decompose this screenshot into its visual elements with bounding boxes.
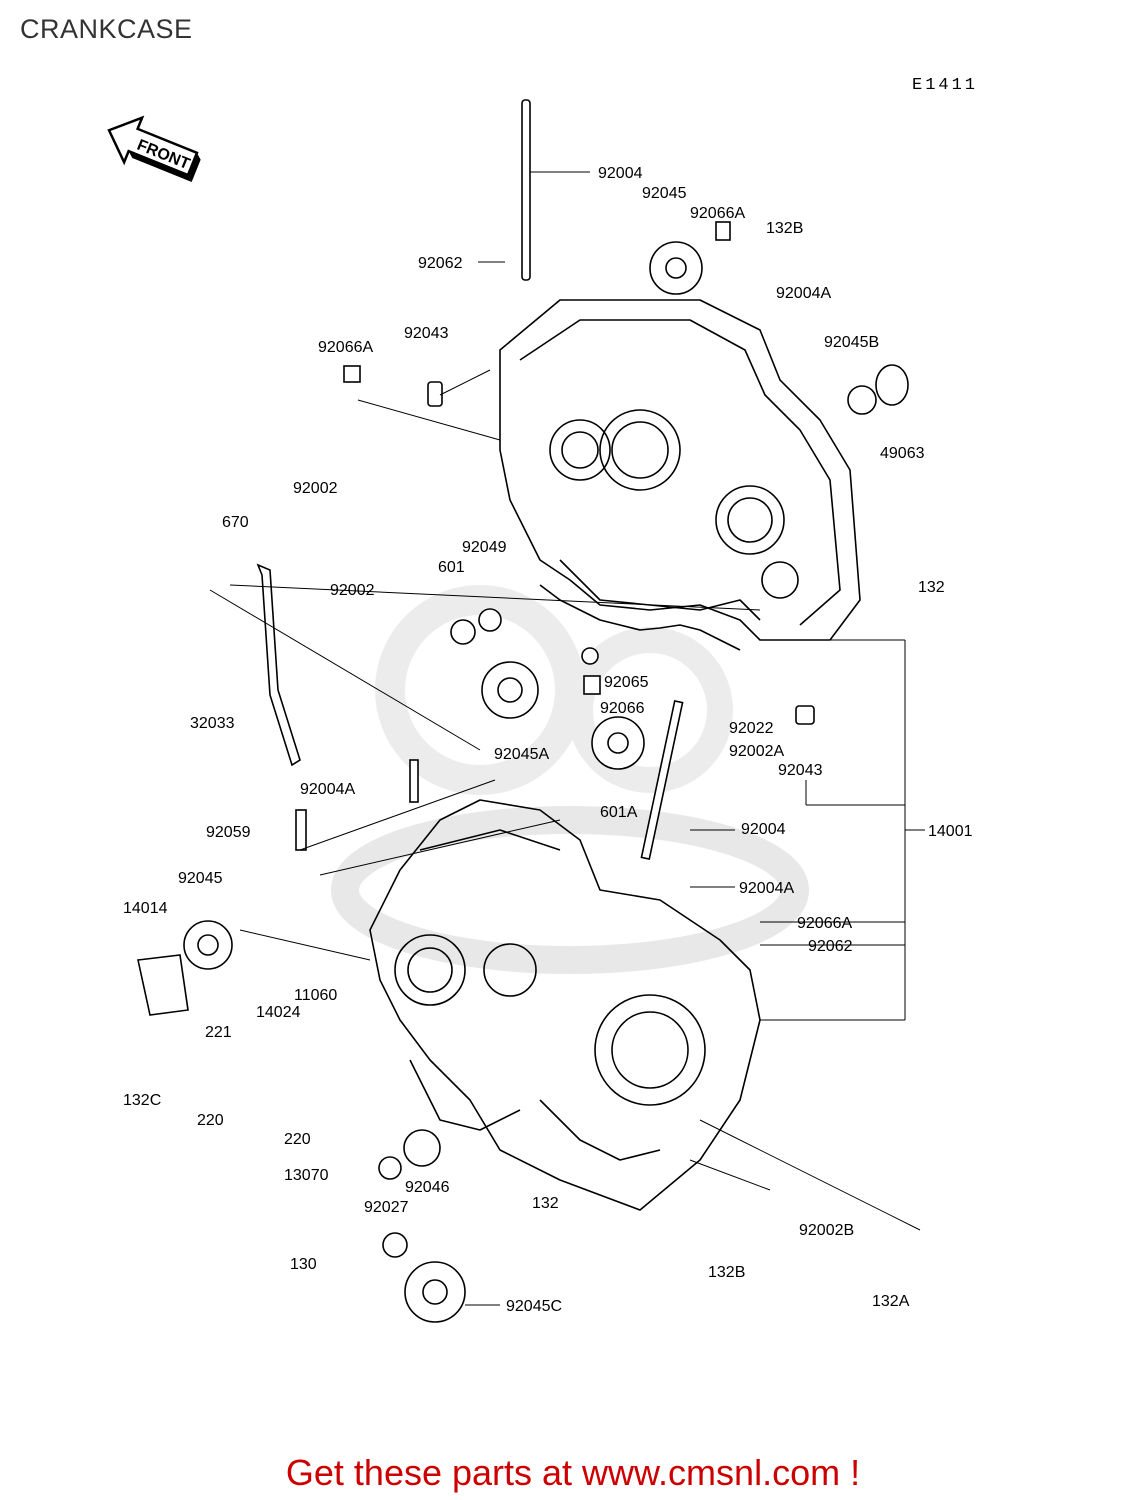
part-label: 220 xyxy=(284,1131,311,1148)
footer-link[interactable]: Get these parts at www.cmsnl.com ! xyxy=(285,1452,861,1493)
part-label: 92046 xyxy=(405,1179,450,1196)
part-label: 14014 xyxy=(123,900,168,917)
part-label: 92004 xyxy=(741,821,786,838)
part-label: 132B xyxy=(708,1264,745,1281)
part-label: 132 xyxy=(918,579,945,596)
diagram-code: E1411 xyxy=(912,76,979,95)
part-label: 132A xyxy=(872,1293,910,1310)
part-label: 670 xyxy=(222,514,249,531)
part-label: 220 xyxy=(197,1112,224,1129)
part-label: 130 xyxy=(290,1256,317,1273)
part-label: 92045C xyxy=(506,1298,562,1315)
upper-crankcase xyxy=(499,299,861,651)
part-label: 92066A xyxy=(318,339,373,356)
part-label: 92002 xyxy=(330,582,375,599)
part-label: 11060 xyxy=(294,987,337,1004)
part-label: 92045B xyxy=(824,334,879,351)
part-label: 92045A xyxy=(494,746,549,763)
part-labels: 92004 92045 92066A 132B 92062 92004A 920… xyxy=(123,165,973,1315)
part-label: 221 xyxy=(205,1024,232,1041)
part-label: 92045 xyxy=(642,185,687,202)
part-label: 92045 xyxy=(178,870,223,887)
part-label: 92066 xyxy=(600,700,645,717)
part-label: 92043 xyxy=(404,325,449,342)
part-label: 132C xyxy=(123,1092,161,1109)
part-label: 132 xyxy=(532,1195,559,1212)
part-label: 92004A xyxy=(739,880,794,897)
part-label: 32033 xyxy=(190,715,235,732)
part-label: 92049 xyxy=(462,539,507,556)
part-label: 92002B xyxy=(799,1222,854,1239)
part-label: 14024 xyxy=(256,1004,301,1021)
part-label: 92066A xyxy=(690,205,745,222)
part-label: 601A xyxy=(600,804,638,821)
part-label: 92022 xyxy=(729,720,774,737)
part-label: 92002A xyxy=(729,743,784,760)
part-label: 92062 xyxy=(418,255,463,272)
part-label: 92043 xyxy=(778,762,823,779)
watermark-logo xyxy=(331,585,809,974)
part-label: 14001 xyxy=(928,823,973,840)
part-label: 92059 xyxy=(206,824,251,841)
part-label: 92066A xyxy=(797,915,852,932)
part-label: 92062 xyxy=(808,938,853,955)
part-label: 92004A xyxy=(300,781,355,798)
page-title: CRANKCASE xyxy=(20,14,193,44)
part-label: 49063 xyxy=(880,445,925,462)
small-parts xyxy=(137,99,909,1323)
part-label: 92065 xyxy=(604,674,649,691)
part-label: 92027 xyxy=(364,1199,409,1216)
leader-lines xyxy=(209,171,925,1306)
front-arrow-icon: FRONT xyxy=(107,115,201,182)
part-label: 601 xyxy=(438,559,465,576)
part-label: 92004A xyxy=(776,285,831,302)
part-label: 92004 xyxy=(598,165,643,182)
part-label: 132B xyxy=(766,220,803,237)
part-label: 13070 xyxy=(284,1167,329,1184)
part-label: 92002 xyxy=(293,480,338,497)
